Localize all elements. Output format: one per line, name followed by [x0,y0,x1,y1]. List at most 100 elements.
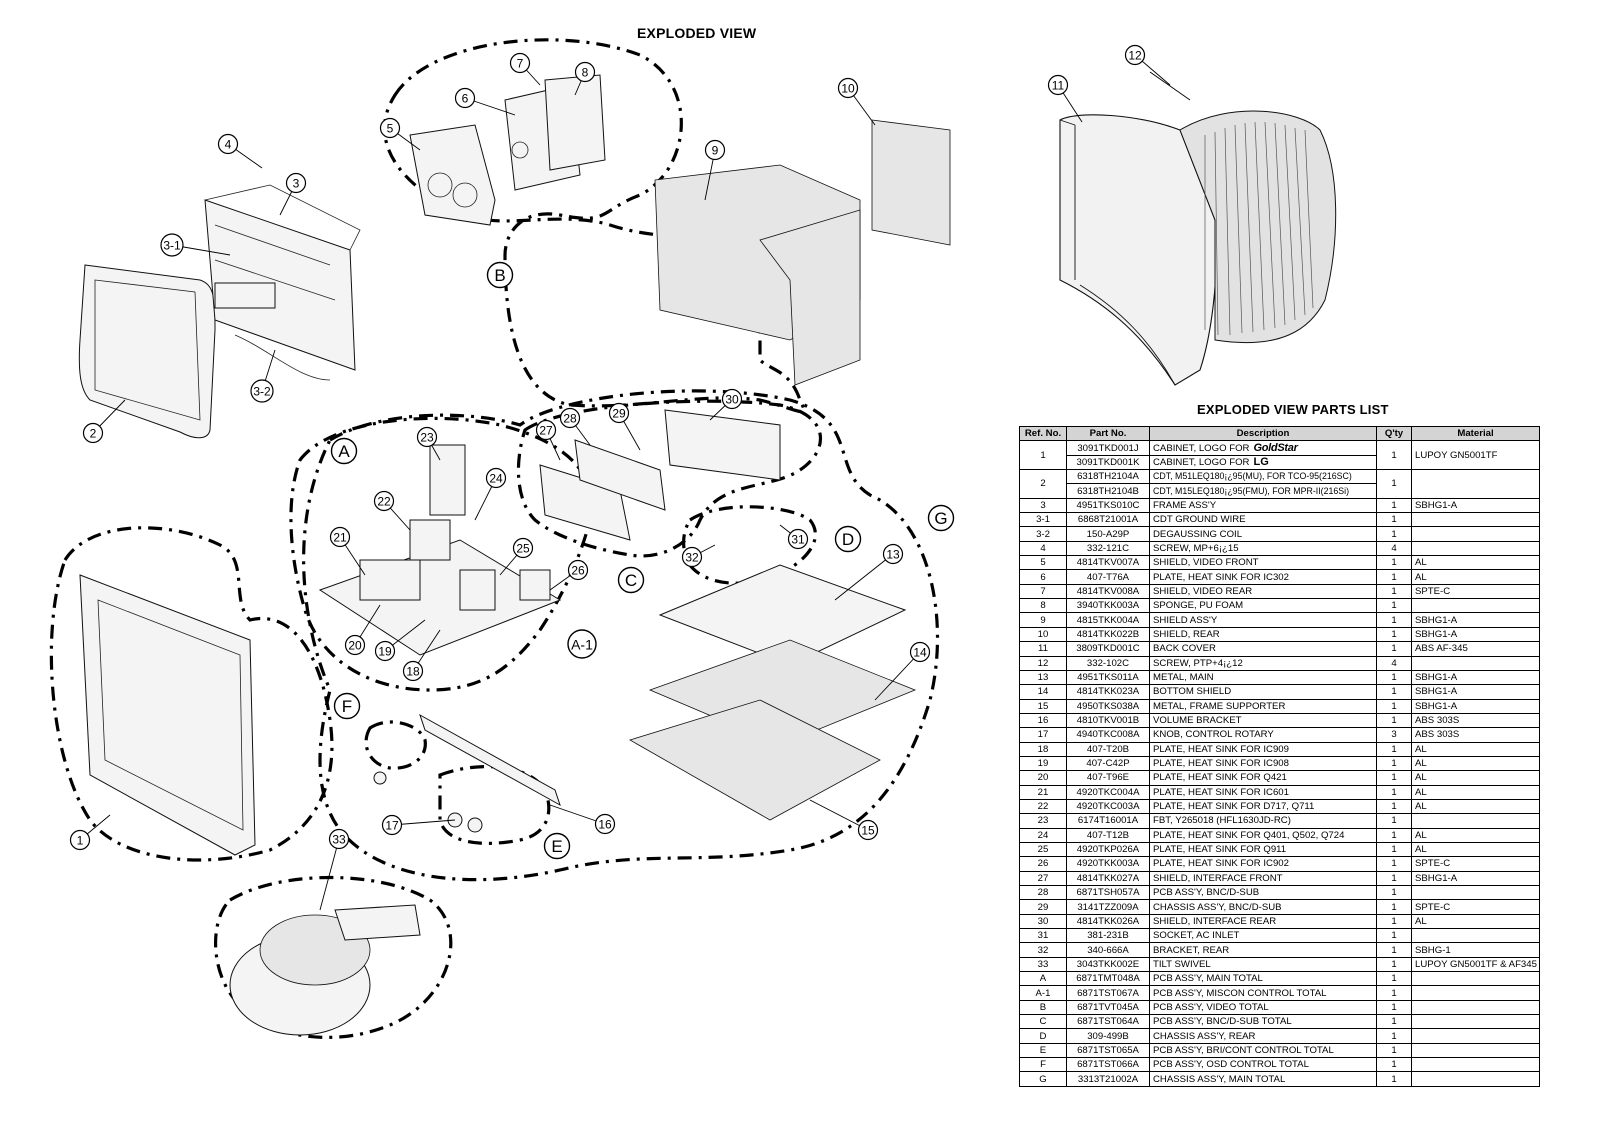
cell-desc: SCREW, MP+6¡¿15 [1149,540,1377,557]
cell-qty: 1 [1376,870,1412,887]
cell-ref: 9 [1019,612,1067,628]
cell-part: 3313T21002A [1066,1071,1150,1087]
cell-ref: 23 [1019,813,1067,829]
cell-qty: 1 [1376,1028,1412,1044]
cell-part: 3091TKD001J [1066,440,1150,456]
cell-qty: 1 [1376,612,1412,628]
cell-desc: FBT, Y265018 (HFL1630JD-RC) [1149,813,1377,829]
cell-material: ABS 303S [1411,712,1540,729]
boundary-1 [49,526,334,862]
callout-label: 7 [517,57,524,71]
shield-assembly [654,119,951,386]
lg-logo: LG [1253,455,1269,468]
cell-qty: 1 [1376,899,1412,915]
cell-ref: 22 [1019,798,1067,815]
cell-desc: PLATE, HEAT SINK FOR IC909 [1149,741,1377,757]
cell-ref: 33 [1019,956,1067,973]
cell-qty: 1 [1376,913,1412,930]
callout-circle [250,379,274,403]
callout-33: 33 [328,828,350,850]
cell-ref: B [1019,999,1067,1016]
cell-desc: CDT, M15LEQ180¡¿95(FMU), FOR MPR-II(216S… [1149,483,1377,499]
cell-desc: PCB ASS'Y, BNC/D-SUB TOTAL [1149,1014,1377,1030]
cell-ref: D [1019,1028,1067,1044]
callout-label: 2 [90,427,97,441]
cell-part: 407-T12B [1066,827,1150,843]
cell-ref: 17 [1019,727,1067,743]
cell-desc: PCB ASS'Y, MISCON CONTROL TOTAL [1149,985,1377,1001]
cell-part: 4920TKC003A [1066,798,1150,815]
callout-circle [379,117,401,139]
group-callout-circle [927,504,955,532]
group-callout-circle [330,437,358,465]
cell-part: 407-C42P [1066,755,1150,772]
cell-material [1411,1042,1540,1059]
callout-4: 4 [217,133,239,155]
callout-28: 28 [559,407,581,429]
cell-part: 6871TVT045A [1066,999,1150,1016]
cell-part: 4814TKK027A [1066,870,1150,887]
header-ref-no: Ref. No. [1019,425,1067,442]
callout-label: 28 [563,412,577,426]
cell-desc: PLATE, HEAT SINK FOR Q911 [1149,841,1377,858]
group-callout-label: B [494,266,505,285]
cell-material [1411,540,1540,557]
cell-material [1411,928,1540,944]
callout-24: 24 [485,467,507,489]
callout-3-1: 3-1 [160,233,184,257]
cell-part: 4810TKV001B [1066,712,1150,729]
group-callout-circle [333,692,361,720]
callout-14: 14 [909,641,931,663]
callout-3: 3 [285,172,307,194]
cell-ref: 28 [1019,884,1067,901]
cell-qty: 1 [1376,985,1412,1001]
cell-material [1411,1071,1540,1087]
callout-label: 18 [406,665,420,679]
cell-ref: 32 [1019,942,1067,958]
callout-label: 30 [725,393,739,407]
cell-material: SBHG-1 [1411,942,1540,958]
leader-line [874,651,921,701]
cell-part: 6871TST067A [1066,985,1150,1001]
cell-desc: PCB ASS'Y, BRI/CONT CONTROL TOTAL [1149,1042,1377,1059]
group-callout-label: A-1 [571,637,593,653]
callout-circle [373,490,395,512]
cell-ref: 5 [1019,555,1067,571]
callout-circle [374,640,396,662]
cell-material: AL [1411,784,1540,800]
table-header-row: Ref. No. Part No. Description Q'ty Mater… [1019,425,1540,442]
callout-label: 6 [462,92,469,106]
group-callout-circle [567,629,597,659]
cell-ref: 20 [1019,770,1067,786]
callout-circle [567,559,589,581]
cell-ref: 8 [1019,598,1067,614]
cell-material [1411,1014,1540,1030]
group-callout-circle [617,566,645,594]
group-callout-label: F [342,697,352,716]
cell-part: 6871TSH057A [1066,884,1150,901]
main-chassis [419,564,917,821]
callout-31: 31 [787,528,809,550]
cell-desc: SHIELD ASS'Y [1149,612,1377,628]
callout-circle [454,87,476,109]
callout-3-2: 3-2 [250,379,274,403]
callout-circle [574,61,596,83]
header-description: Description [1149,425,1377,442]
cell-desc: FRAME ASS'Y [1149,497,1377,514]
cell-desc: PLATE, HEAT SINK FOR IC302 [1149,569,1377,585]
cell-part: 6174T16001A [1066,813,1150,829]
cell-material: SPTE-C [1411,899,1540,915]
cell-part: 150-A29P [1066,526,1150,542]
callout-label: 25 [516,542,530,556]
cell-qty: 1 [1376,755,1412,772]
group-callout-label: E [551,837,562,856]
callout-circle [82,422,104,444]
cell-ref: 21 [1019,784,1067,800]
cell-ref: 24 [1019,827,1067,843]
